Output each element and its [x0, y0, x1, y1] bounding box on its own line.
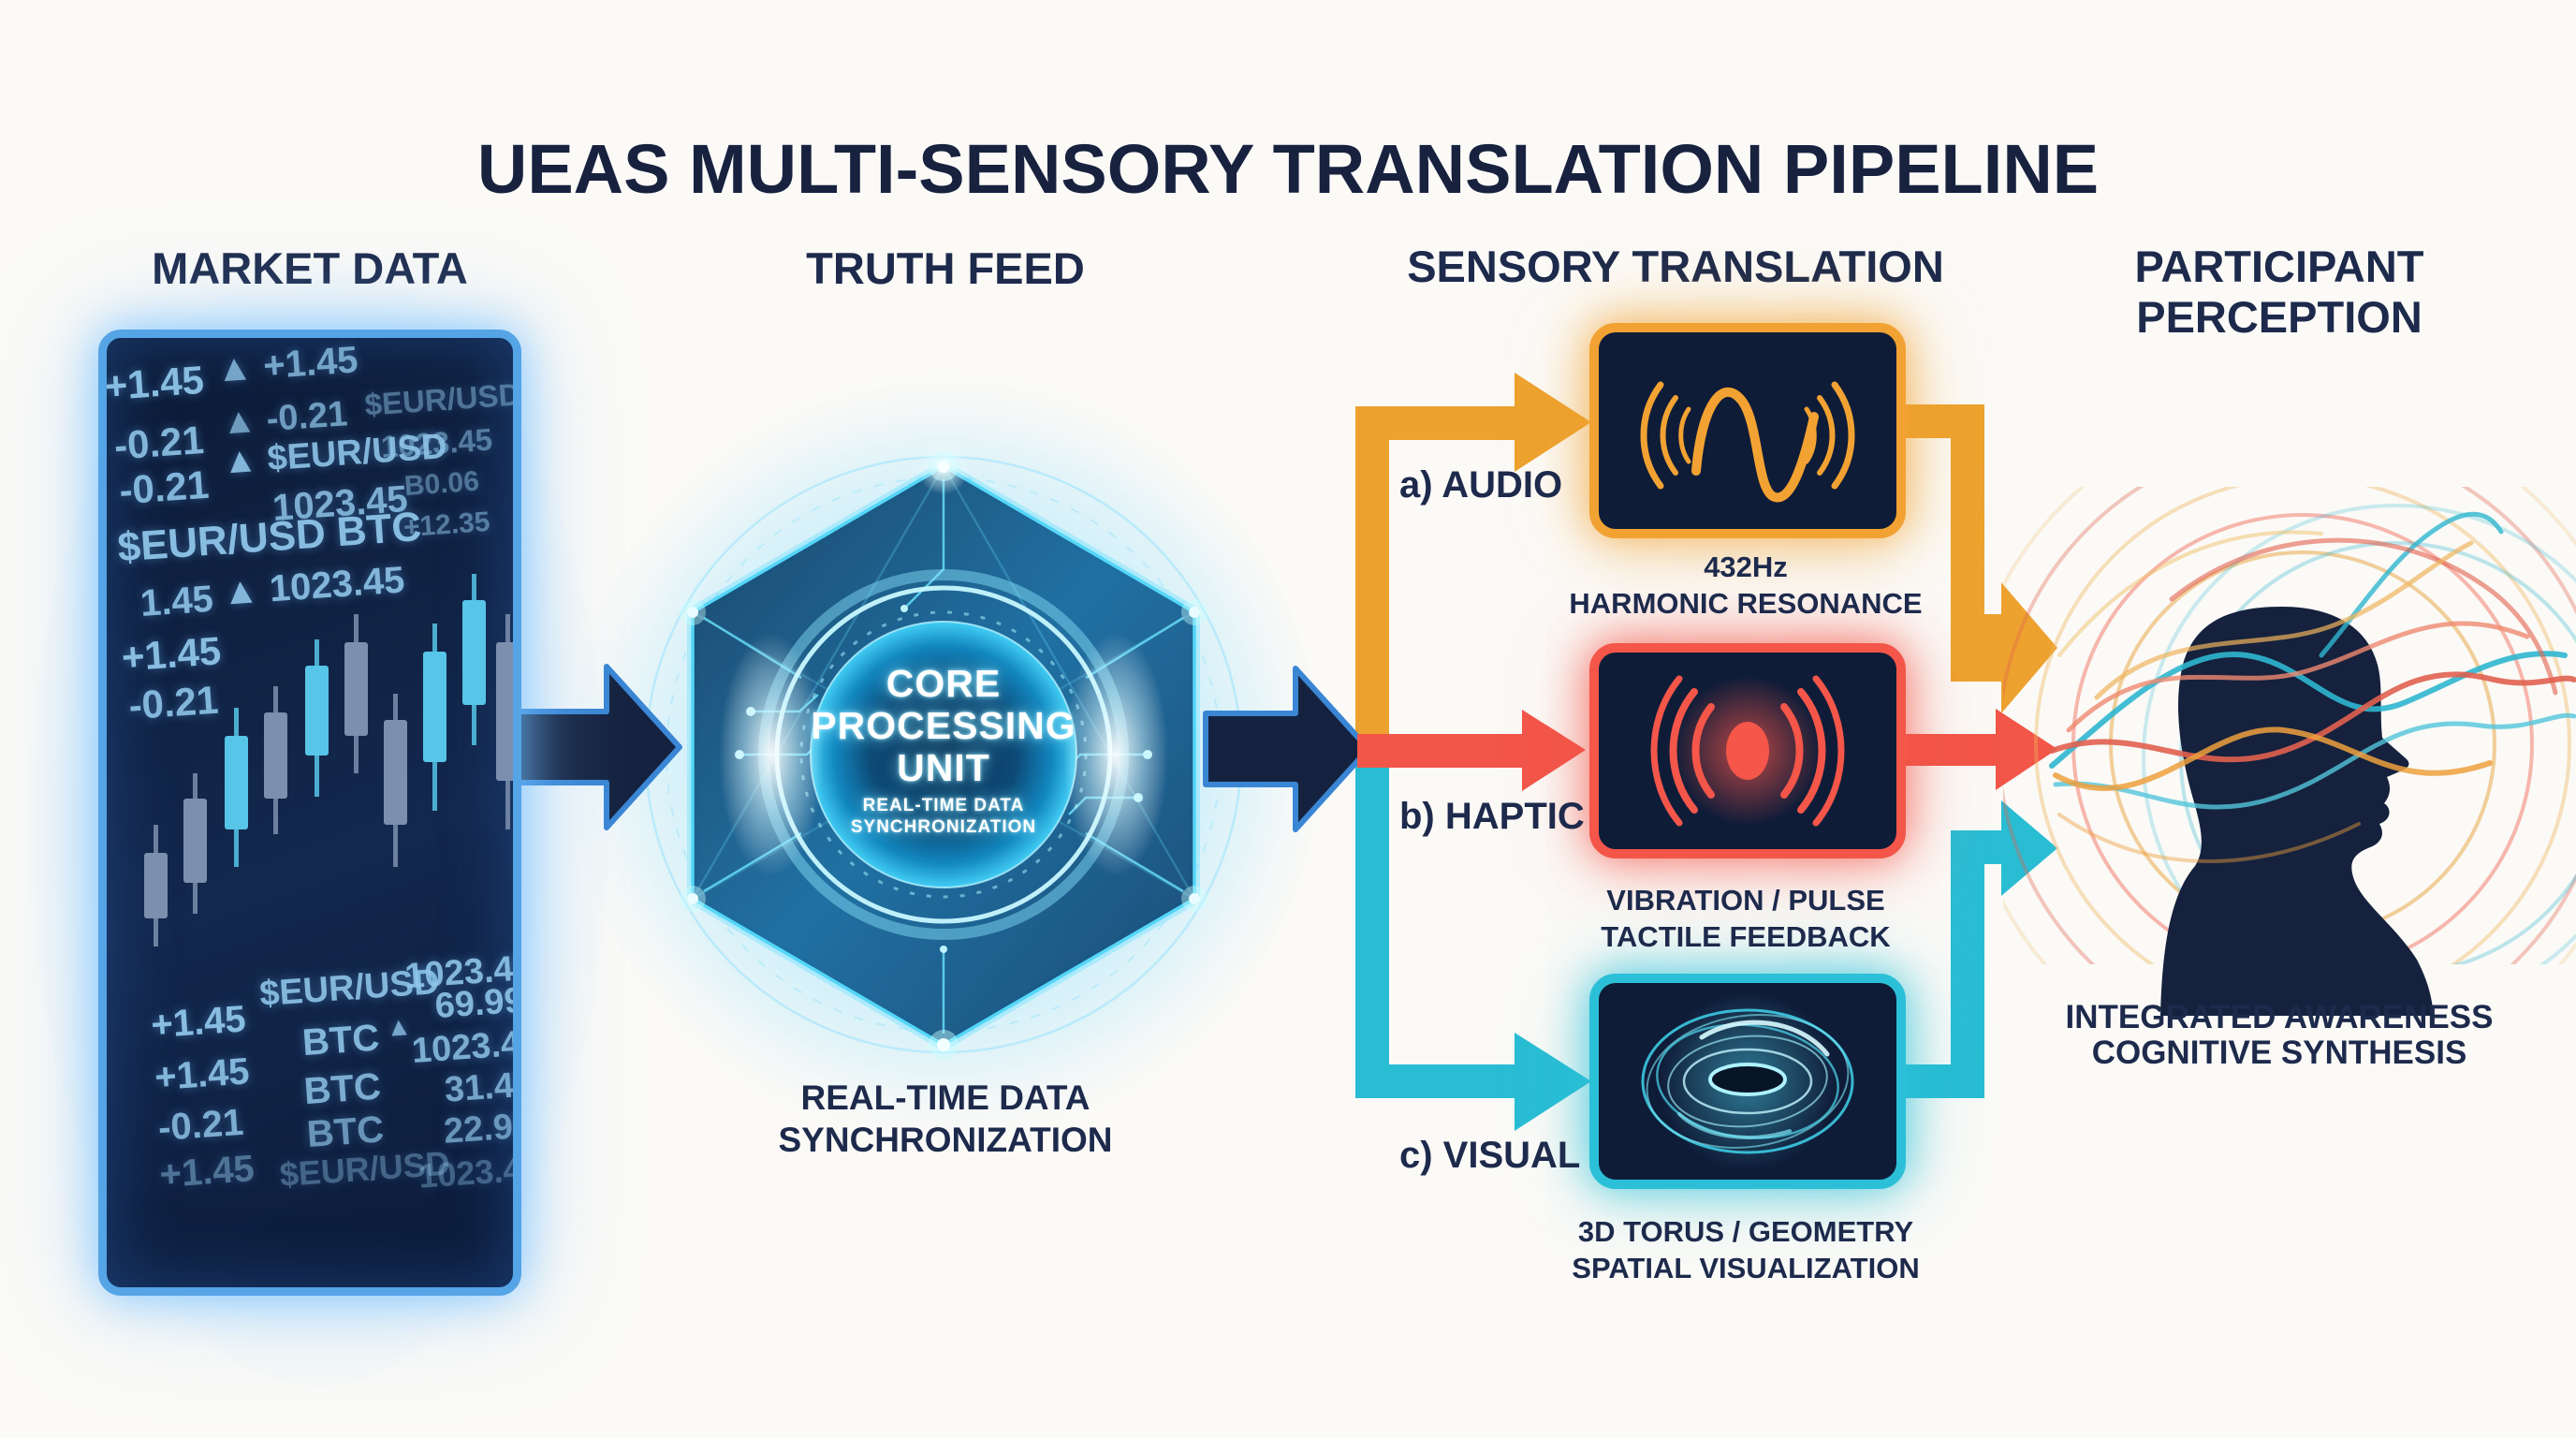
caption-participant-line2: COGNITIVE SYNTHESIS	[2091, 1034, 2467, 1071]
caption-haptic-line2: TACTILE FEEDBACK	[1601, 920, 1891, 953]
caption-participant: INTEGRATED AWARENESS COGNITIVE SYNTHESIS	[2017, 1000, 2541, 1071]
halo-arcs	[2003, 487, 2576, 964]
caption-haptic: VIBRATION / PULSE TACTILE FEEDBACK	[1502, 882, 1989, 955]
core-line2: PROCESSING	[811, 704, 1076, 747]
label-visual: c) VISUAL	[1399, 1135, 1581, 1176]
sine-wave-icon	[1640, 381, 1855, 503]
core-processing-unit-label: CORE PROCESSING UNIT REAL-TIME DATA SYNC…	[794, 663, 1093, 838]
haptic-branch-arrow	[1357, 710, 1586, 791]
core-sub1: REAL-TIME DATA	[862, 796, 1025, 815]
label-audio: a) AUDIO	[1399, 464, 1563, 506]
audio-box	[1589, 323, 1906, 538]
perception-waves	[2049, 511, 2576, 863]
core-to-branch-arrow	[1203, 666, 1371, 832]
page-title: UEAS MULTI-SENSORY TRANSLATION PIPELINE	[476, 129, 2100, 208]
haptic-output-arrow	[1905, 709, 2057, 790]
caption-participant-line1: INTEGRATED AWARENESS	[2065, 999, 2494, 1035]
caption-visual: 3D TORUS / GEOMETRY SPATIAL VISUALIZATIO…	[1502, 1213, 1989, 1286]
label-haptic: b) HAPTIC	[1399, 796, 1585, 837]
candlestick-chart	[144, 574, 513, 946]
haptic-box	[1589, 643, 1906, 858]
caption-audio: 432Hz HARMONIC RESONANCE	[1502, 549, 1989, 622]
header-participant-line1: PARTICIPANT	[2134, 242, 2424, 291]
core-sub2: SYNCHRONIZATION	[850, 817, 1037, 837]
header-participant-perception: PARTICIPANT PERCEPTION	[2017, 242, 2541, 343]
caption-audio-line2: HARMONIC RESONANCE	[1569, 587, 1923, 620]
head-silhouette	[2160, 607, 2434, 1016]
header-truth-feed: TRUTH FEED	[806, 243, 1085, 293]
header-market-data: MARKET DATA	[152, 243, 468, 293]
pulse-icon	[1650, 675, 1845, 827]
header-sensory-translation: SENSORY TRANSLATION	[1407, 242, 1944, 291]
caption-audio-line1: 432Hz	[1704, 550, 1788, 583]
core-line3: UNIT	[897, 746, 990, 789]
caption-visual-line1: 3D TORUS / GEOMETRY	[1577, 1215, 1914, 1248]
caption-haptic-line1: VIBRATION / PULSE	[1606, 884, 1885, 917]
core-line1: CORE	[886, 662, 1002, 705]
header-participant-line2: PERCEPTION	[2136, 292, 2422, 342]
truth-feed-caption-line1: REAL-TIME DATA	[800, 1078, 1090, 1117]
caption-visual-line2: SPATIAL VISUALIZATION	[1572, 1252, 1920, 1284]
market-to-core-arrow	[514, 664, 682, 830]
torus-icon	[1641, 992, 1854, 1170]
visual-box	[1589, 974, 1906, 1189]
truth-feed-caption: REAL-TIME DATA SYNCHRONIZATION	[711, 1077, 1179, 1161]
truth-feed-caption-line2: SYNCHRONIZATION	[778, 1121, 1113, 1159]
